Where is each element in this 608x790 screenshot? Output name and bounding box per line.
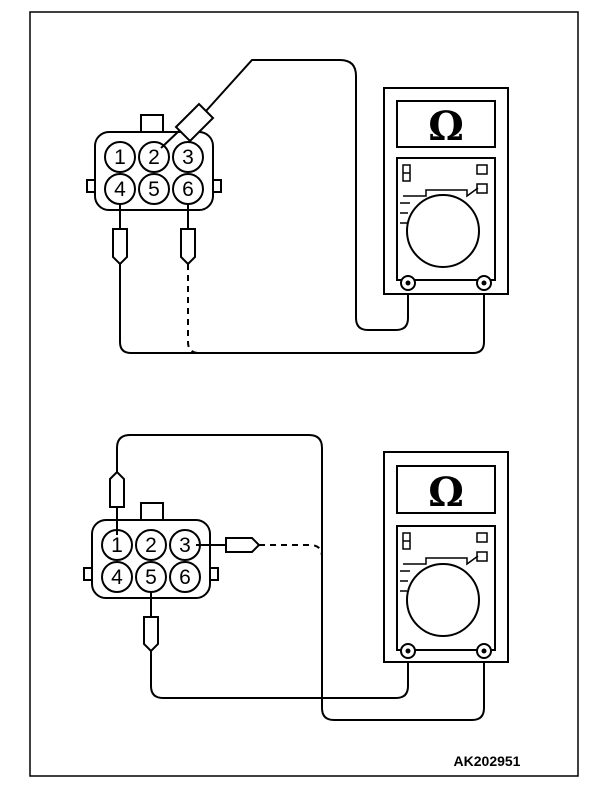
top-panel: 1 2 3 4 5 6 bbox=[86, 59, 509, 354]
meter-jack-hole bbox=[405, 648, 411, 654]
probe-tip bbox=[160, 129, 181, 149]
pin-label: 2 bbox=[148, 146, 160, 169]
connector-latch bbox=[140, 114, 164, 134]
connector-pin-6: 6 bbox=[169, 561, 201, 593]
wire-pin3-dashed bbox=[259, 544, 323, 558]
pin-label: 4 bbox=[111, 566, 123, 589]
wire-pin6-dashed bbox=[187, 264, 200, 354]
connector-pin-2: 2 bbox=[135, 529, 167, 561]
wire-pin2-to-meter bbox=[205, 59, 409, 331]
bottom-connector: 1 2 3 4 5 6 bbox=[83, 502, 219, 599]
meter-indicator-icon bbox=[476, 164, 488, 175]
probe-pin5 bbox=[143, 616, 159, 653]
connector-pin-3: 3 bbox=[172, 141, 204, 173]
meter-bracket-top bbox=[403, 555, 479, 566]
meter-dial-knob bbox=[406, 563, 480, 637]
pin-label: 6 bbox=[182, 178, 194, 201]
meter-jack-hole bbox=[481, 648, 487, 654]
meter-jack-hole bbox=[481, 280, 487, 286]
meter-jack-hole bbox=[405, 280, 411, 286]
bottom-probes bbox=[109, 470, 261, 653]
bottom-panel: 1 2 3 4 5 6 bbox=[83, 434, 509, 721]
pin-label: 2 bbox=[145, 534, 157, 557]
connector-pin-4: 4 bbox=[101, 561, 133, 593]
pin-label: 5 bbox=[145, 566, 157, 589]
figure-reference-code: AK202951 bbox=[454, 753, 521, 769]
meter-tick-marks bbox=[400, 202, 410, 224]
meter-indicator-icon bbox=[476, 532, 488, 543]
connector-pin-2: 2 bbox=[138, 141, 170, 173]
probe-pin3 bbox=[225, 537, 261, 553]
probe-pin1 bbox=[109, 470, 125, 508]
connector-pin-1: 1 bbox=[104, 141, 136, 173]
connector-pin-5: 5 bbox=[135, 561, 167, 593]
wire-pin1-to-meter bbox=[116, 434, 485, 721]
top-ohmmeter: Ω bbox=[383, 87, 509, 295]
meter-ohm-symbol: Ω bbox=[428, 103, 464, 150]
pin-label: 3 bbox=[182, 146, 194, 169]
connector-pin-1: 1 bbox=[101, 529, 133, 561]
pin-label: 4 bbox=[114, 178, 126, 201]
meter-dial-knob bbox=[406, 194, 480, 268]
bottom-ohmmeter: Ω bbox=[383, 451, 509, 663]
probe-diagonal bbox=[174, 102, 215, 143]
connector-pin-3: 3 bbox=[169, 529, 201, 561]
meter-display bbox=[396, 465, 496, 514]
pin-label: 1 bbox=[111, 534, 123, 557]
top-connector: 1 2 3 4 5 6 bbox=[86, 114, 222, 211]
meter-ohm-symbol: Ω bbox=[428, 469, 464, 516]
connector-pin-6: 6 bbox=[172, 173, 204, 205]
probe-pin4 bbox=[112, 228, 128, 266]
meter-tick-marks bbox=[400, 570, 410, 592]
connector-pin-5: 5 bbox=[138, 173, 170, 205]
probe-pin6 bbox=[180, 228, 196, 266]
pin-label: 6 bbox=[179, 566, 191, 589]
meter-display bbox=[396, 100, 496, 148]
meter-bracket-top bbox=[403, 187, 479, 198]
pin-label: 1 bbox=[114, 146, 126, 169]
figure-frame bbox=[29, 11, 579, 777]
pin-label: 3 bbox=[179, 534, 191, 557]
wire-pin5-to-meter bbox=[150, 651, 409, 699]
wire-pin4-to-meter bbox=[119, 264, 485, 354]
pin-label: 5 bbox=[148, 178, 160, 201]
connector-pin-4: 4 bbox=[104, 173, 136, 205]
top-probes bbox=[112, 102, 215, 266]
connector-latch bbox=[140, 502, 164, 522]
